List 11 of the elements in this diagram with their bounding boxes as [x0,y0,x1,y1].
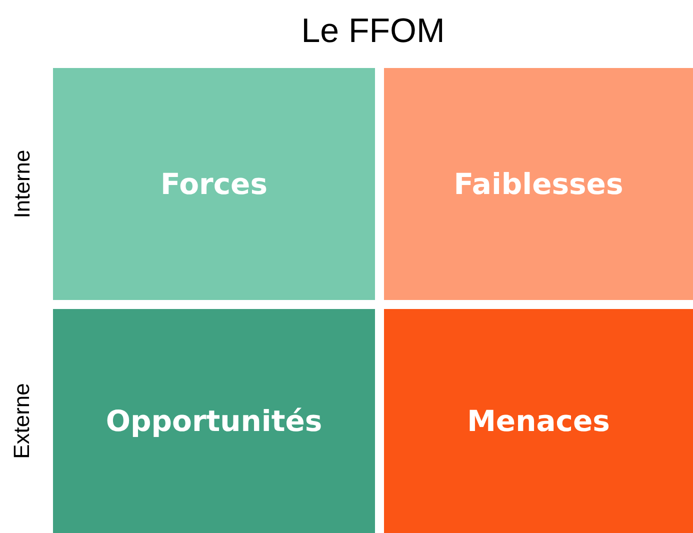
row-label: Interne [8,150,35,218]
quadrant-box [53,68,375,300]
quadrant-box [384,68,693,300]
quadrant-box [53,309,375,533]
quadrant-label: Faiblesses [454,167,624,201]
quadrant-label: Menaces [467,404,610,438]
row-label: Externe [8,383,35,459]
diagram-title: Le FFOM [300,12,446,51]
quadrant-label: Opportunités [106,404,322,438]
quadrant-box [384,309,693,533]
quadrant-label: Forces [160,167,268,201]
